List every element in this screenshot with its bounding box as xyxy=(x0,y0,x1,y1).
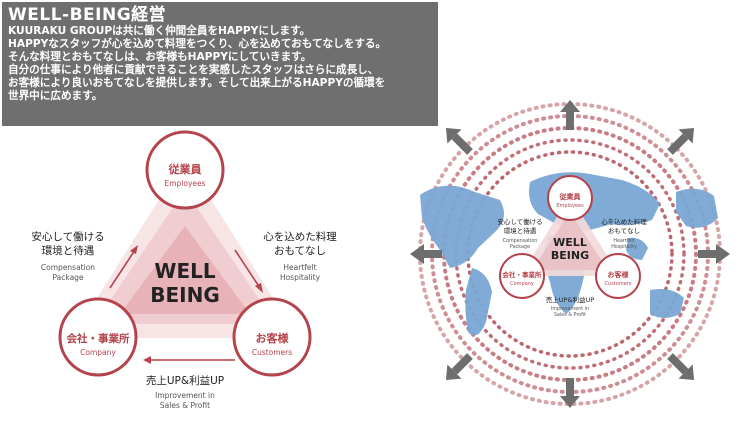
mini-employees-circle xyxy=(547,175,593,221)
left-label-jp-2: 環境と待遇 xyxy=(42,244,95,257)
employees-circle xyxy=(145,130,225,210)
mini-right-jp-1: 心を込めた料理 xyxy=(601,217,647,226)
mini-company-circle xyxy=(499,253,545,299)
header-line-1: KUURAKU GROUPは共に働く仲間全員をHAPPYにします。 xyxy=(8,25,311,37)
continent-australia xyxy=(650,289,684,318)
mini-triangle-inner xyxy=(532,212,608,270)
continent-islands xyxy=(626,237,648,260)
arrow-se xyxy=(667,353,695,381)
mini-left-jp-2: 環境と待遇 xyxy=(504,226,537,235)
company-circle xyxy=(58,297,138,377)
header-line-2: HAPPYなスタッフが心を込めて料理をつくり、心を込めておもてなしをする。 xyxy=(8,38,387,51)
center-well: WELL xyxy=(154,259,215,283)
mini-left-jp-1: 安心して働ける xyxy=(497,217,542,226)
mini-right-en-1: Heartfelt xyxy=(613,238,634,244)
mini-left-en-2: Package xyxy=(510,244,530,250)
bottom-label-en-2: Sales & Profit xyxy=(160,401,210,410)
right-label-en-1: Heartfelt xyxy=(283,263,316,272)
left-label-en-2: Package xyxy=(52,273,83,282)
arrow-n-head xyxy=(560,100,580,112)
mini-center-being: BEING xyxy=(551,249,589,262)
header-line-4: 自分の仕事により他者に貢献できることを実感したスタッフはさらに成長し、 xyxy=(8,64,379,77)
company-label-en: Company xyxy=(80,348,116,357)
arrow-e-head xyxy=(716,244,730,264)
mini-customers-circle xyxy=(595,253,641,299)
radiating-arrows xyxy=(410,100,730,408)
arrow-n-shaft xyxy=(566,108,574,130)
employees-label-jp: 従業員 xyxy=(168,162,202,176)
left-label-jp-1: 安心して働ける xyxy=(31,230,104,243)
header-line-6: 世界中に広めます。 xyxy=(8,90,103,103)
header-line-3: そんな料理とおもてなしは、お客様もHAPPYにしていきます。 xyxy=(8,51,312,64)
arrow-w-head xyxy=(410,244,424,264)
header-line-5: お客様により良いおもてなしを提供します。そして出来上がるHAPPYの循環を xyxy=(8,77,386,90)
arrow-company-to-employees xyxy=(109,249,136,289)
left-label-en-1: Compensation xyxy=(41,263,95,272)
arrowhead-up-left xyxy=(130,245,138,254)
employees-label-en: Employees xyxy=(164,179,205,188)
mini-right-jp-2: おもてなし xyxy=(608,227,640,235)
arrowhead-down-right xyxy=(255,283,263,293)
customers-label-en: Customers xyxy=(252,348,292,357)
mini-right-en-2: Hospitality xyxy=(611,244,637,250)
well-being-cycle-diagram: 従業員 Employees 会社・事業所 Company お客様 Custome… xyxy=(31,130,337,410)
arrow-s-head xyxy=(560,396,580,408)
arrowhead-left xyxy=(143,356,151,364)
customers-label-jp: お客様 xyxy=(256,331,290,345)
arrow-employees-to-customers xyxy=(234,249,261,289)
right-label-en-2: Hospitality xyxy=(280,273,321,282)
right-label-jp-1: 心を込めた料理 xyxy=(263,230,337,243)
mini-customers-jp: お客様 xyxy=(608,270,630,279)
center-being: BEING xyxy=(150,283,220,307)
arrow-w-shaft xyxy=(420,250,442,258)
mini-employees-en: Employees xyxy=(556,203,584,209)
continent-east-1 xyxy=(676,188,718,228)
bottom-label-jp: 売上UP&利益UP xyxy=(146,374,224,387)
arrow-s-shaft xyxy=(566,378,574,400)
mini-bottom-en-2: Sales & Profit xyxy=(554,312,586,318)
triangle-inner xyxy=(120,226,250,314)
mini-company-en: Company xyxy=(510,281,534,287)
page-title: WELL-BEING経営 xyxy=(8,5,167,25)
mini-employees-jp: 従業員 xyxy=(559,192,582,201)
mini-left-en-1: Compensation xyxy=(503,238,538,244)
mini-bottom-en-1: Improvement in xyxy=(551,306,589,312)
dotted-ring-5 xyxy=(466,150,674,358)
continent-west-1 xyxy=(420,185,504,268)
bottom-label-en-1: Improvement in xyxy=(155,391,215,400)
continent-west-2 xyxy=(465,268,492,336)
mini-company-jp: 会社・事業所 xyxy=(503,270,543,279)
arrow-nw xyxy=(445,127,473,155)
mini-center-well: WELL xyxy=(553,236,587,249)
right-label-jp-2: おもてなし xyxy=(274,245,326,257)
arrow-ne xyxy=(667,127,695,155)
company-label-jp: 会社・事業所 xyxy=(67,332,130,345)
mini-bottom-jp: 売上UP&利益UP xyxy=(546,295,595,304)
customers-circle xyxy=(232,297,312,377)
arrow-e-shaft xyxy=(698,250,720,258)
arrow-sw xyxy=(445,353,473,381)
world-map-diagram: 従業員 Employees 会社・事業所 Company お客様 Custome… xyxy=(410,100,730,408)
header-panel: WELL-BEING経営 KUURAKU GROUPは共に働く仲間全員をHAPP… xyxy=(2,2,438,126)
mini-customers-en: Customers xyxy=(605,281,632,287)
